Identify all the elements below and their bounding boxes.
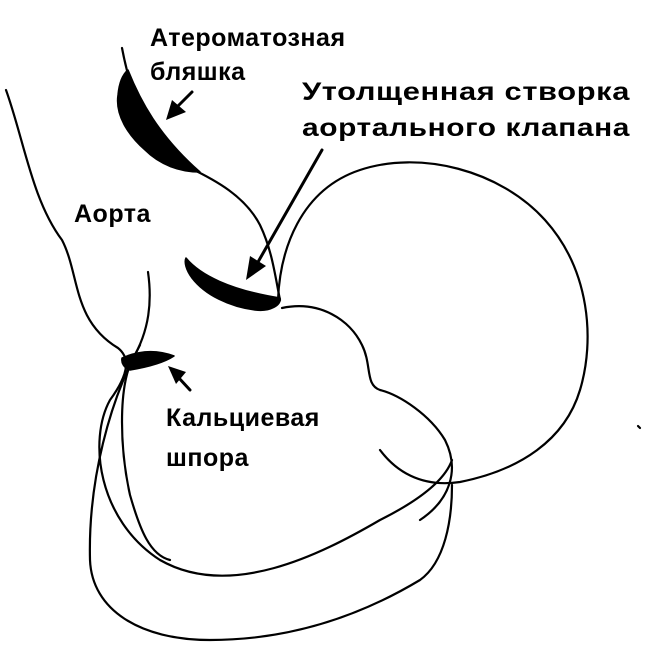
label-plaque-line1: Атероматозная: [150, 24, 346, 52]
aortic-inner-wall: [122, 272, 170, 560]
edge-tick: [638, 426, 640, 428]
label-spur-line1: Кальциевая: [166, 404, 320, 432]
label-aorta: Аорта: [74, 200, 152, 228]
calcium-spur: [122, 352, 174, 370]
leaflet-arrow-shaft: [258, 150, 322, 262]
thickened-valve-leaflet: [185, 258, 280, 310]
atrium-large-chamber: [278, 162, 588, 483]
label-leaflet-line2: аортального клапана: [302, 114, 631, 142]
leaflet-arrow-head: [246, 256, 266, 280]
ventricle-outer-wall: [90, 345, 452, 640]
label-plaque-line2: бляшка: [150, 58, 246, 86]
label-leaflet-line1: Утолщенная створка: [302, 78, 631, 106]
label-spur-line2: шпора: [166, 444, 249, 472]
